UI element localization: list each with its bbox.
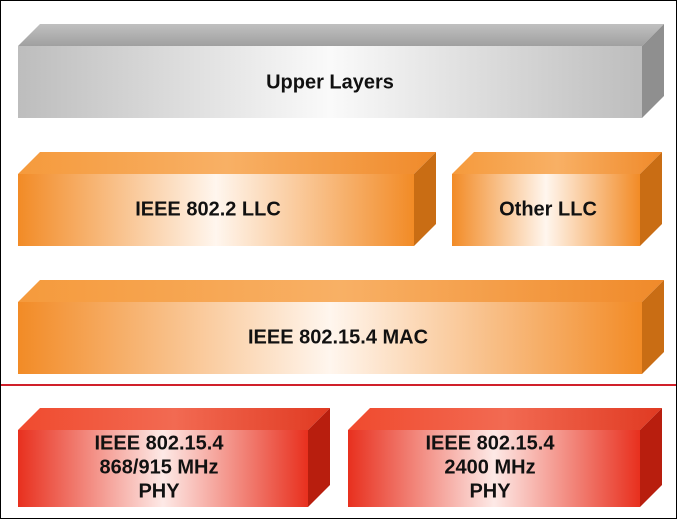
phy-868-915-line-1: IEEE 802.15.4 bbox=[95, 432, 225, 454]
phy-2400-line-2: 2400 MHz bbox=[444, 456, 535, 478]
ieee-802-2-llc-label: IEEE 802.2 LLC bbox=[135, 198, 281, 220]
ieee-802-15-4-mac-block: IEEE 802.15.4 MAC bbox=[18, 280, 664, 374]
other-llc-block: Other LLC bbox=[452, 152, 662, 246]
phy-868-915-line-3: PHY bbox=[138, 480, 180, 502]
phy-2400-line-3: PHY bbox=[469, 480, 511, 502]
upper-layers-label: Upper Layers bbox=[266, 71, 394, 93]
ieee-802-15-4-mac-label: IEEE 802.15.4 MAC bbox=[248, 326, 428, 348]
upper-layers-block: Upper Layers bbox=[18, 24, 664, 118]
ieee-802-2-llc-block: IEEE 802.2 LLC bbox=[18, 152, 436, 246]
phy-868-915-line-2: 868/915 MHz bbox=[100, 456, 219, 478]
phy-2400-block: IEEE 802.15.4 2400 MHz PHY bbox=[348, 408, 662, 507]
other-llc-label: Other LLC bbox=[499, 198, 597, 220]
phy-2400-line-1: IEEE 802.15.4 bbox=[426, 432, 556, 454]
phy-868-915-block: IEEE 802.15.4 868/915 MHz PHY bbox=[18, 408, 330, 507]
